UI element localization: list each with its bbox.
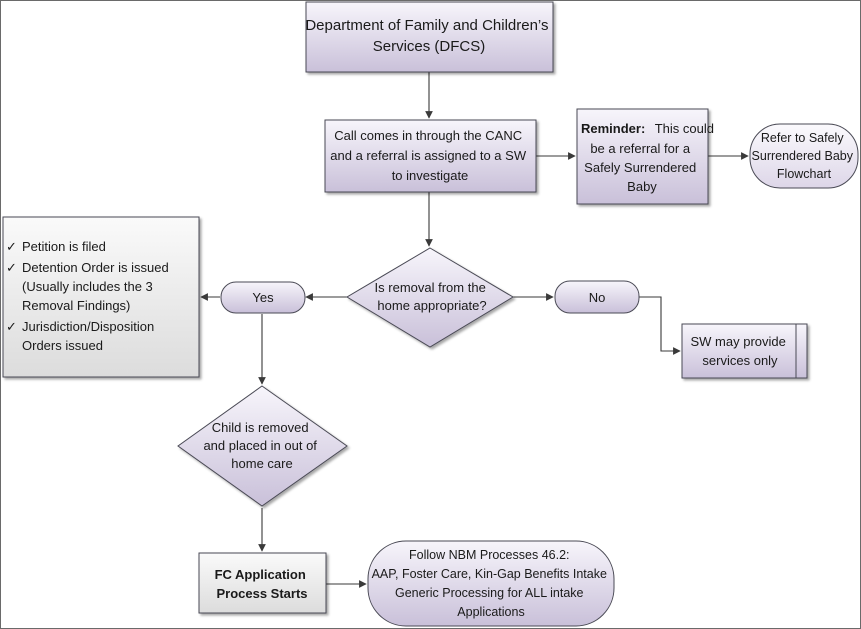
dfcs-node: Department of Family and Children’s Serv… <box>305 1 554 73</box>
follow-line-2: AAP, Foster Care, Kin-Gap Benefits Intak… <box>372 567 607 581</box>
dfcs-line-2: Services (DFCS) <box>373 38 486 55</box>
svg-text:✓ Petition is filed: ✓ Petition is filed <box>6 239 106 254</box>
sw-services-line-2: services only <box>702 353 778 368</box>
refer-node: Refer to Safely Surrendered Baby Flowcha… <box>749 123 859 189</box>
svg-text:Department of Family and Child: Department of Family and Children’s Serv… <box>305 17 552 55</box>
child-removed-node: Child is removed and placed in out of ho… <box>177 385 348 507</box>
petition-checklist-node: ✓ Petition is filed ✓ Detention Order is… <box>2 216 200 378</box>
fc-application-node: FC Application Process Starts <box>198 552 327 614</box>
reminder-node: Reminder: This could be a referral for a… <box>576 108 714 205</box>
connectors <box>200 72 749 588</box>
fc-app-line-2: Process Starts <box>216 586 307 601</box>
follow-line-4: Applications <box>457 605 524 619</box>
sw-services-line-1: SW may provide <box>691 334 786 349</box>
child-line-1: Child is removed <box>212 420 309 435</box>
fc-app-line-1: FC Application <box>215 567 306 582</box>
svg-text:FC Application Process S: FC Application Process Starts <box>215 567 310 601</box>
removal-line-2: home appropriate? <box>377 298 486 313</box>
reminder-bold-label: Reminder: <box>581 121 645 136</box>
svg-text:✓ Jurisdiction/Dispositi: ✓ Jurisdiction/Disposition Orders issued <box>6 319 158 353</box>
petition-item-1: Petition is filed <box>22 239 106 254</box>
svg-text:Reminder: This could: Reminder: This could <box>581 121 714 136</box>
svg-text:Child is removed and pla: Child is removed and placed in out of ho… <box>203 420 320 471</box>
svg-text:be a referral for a Safe: be a referral for a Safely Surrendered B… <box>584 141 700 194</box>
no-label: No <box>589 290 606 305</box>
dfcs-line-1: Department of Family and Children’s <box>305 17 548 34</box>
petition-item-3-line-2: Orders issued <box>22 338 103 353</box>
check-icon: ✓ <box>6 239 17 254</box>
petition-item-2-line-2: (Usually includes the 3 <box>22 279 153 294</box>
removal-decision-node: Is removal from the home appropriate? <box>346 247 514 348</box>
refer-line-2: Surrendered Baby <box>752 149 854 163</box>
call-line-2: and a referral is assigned to a SW <box>330 148 527 163</box>
petition-item-2-line-3: Removal Findings) <box>22 298 130 313</box>
reminder-line-3: Safely Surrendered <box>584 160 696 175</box>
svg-text:Follow NBM Processes 46.2:: Follow NBM Processes 46.2: AAP, Foster C… <box>372 548 611 619</box>
check-icon: ✓ <box>6 260 17 275</box>
svg-text:✓ Detention Order is iss: ✓ Detention Order is issued (Usually inc… <box>6 260 172 313</box>
petition-item-3-line-1: Jurisdiction/Disposition <box>22 319 154 334</box>
svg-text:SW may provide services: SW may provide services only <box>691 334 790 368</box>
petition-item-2-line-1: Detention Order is issued <box>22 260 169 275</box>
sw-services-node: SW may provide services only <box>681 323 808 379</box>
child-line-3: home care <box>231 456 292 471</box>
reminder-line-4: Baby <box>627 179 657 194</box>
follow-line-1: Follow NBM Processes 46.2: <box>409 548 569 562</box>
check-icon: ✓ <box>6 319 17 334</box>
follow-nbm-node: Follow NBM Processes 46.2: AAP, Foster C… <box>367 540 615 627</box>
refer-line-1: Refer to Safely <box>761 131 844 145</box>
svg-text:Call comes in through the CANC: Call comes in through the CANC and a ref… <box>330 128 529 183</box>
yes-node: Yes <box>220 281 306 314</box>
reminder-line-2: be a referral for a <box>590 141 690 156</box>
edge-no-to-sw-services <box>639 296 681 355</box>
call-line-3: to investigate <box>392 168 469 183</box>
follow-line-3: Generic Processing for ALL intake <box>395 586 584 600</box>
call-line-1: Call comes in through the CANC <box>334 128 522 143</box>
svg-text:Is removal from the home: Is removal from the home appropriate? <box>375 280 490 313</box>
no-node: No <box>554 280 640 314</box>
child-line-2: and placed in out of <box>203 438 317 453</box>
reminder-line-1: This could <box>655 121 714 136</box>
removal-line-1: Is removal from the <box>375 280 486 295</box>
yes-label: Yes <box>252 290 274 305</box>
svg-text:Refer to Safely Surrende: Refer to Safely Surrendered Baby Flowcha… <box>752 131 857 181</box>
refer-line-3: Flowchart <box>777 167 832 181</box>
call-node: Call comes in through the CANC and a ref… <box>324 119 537 193</box>
